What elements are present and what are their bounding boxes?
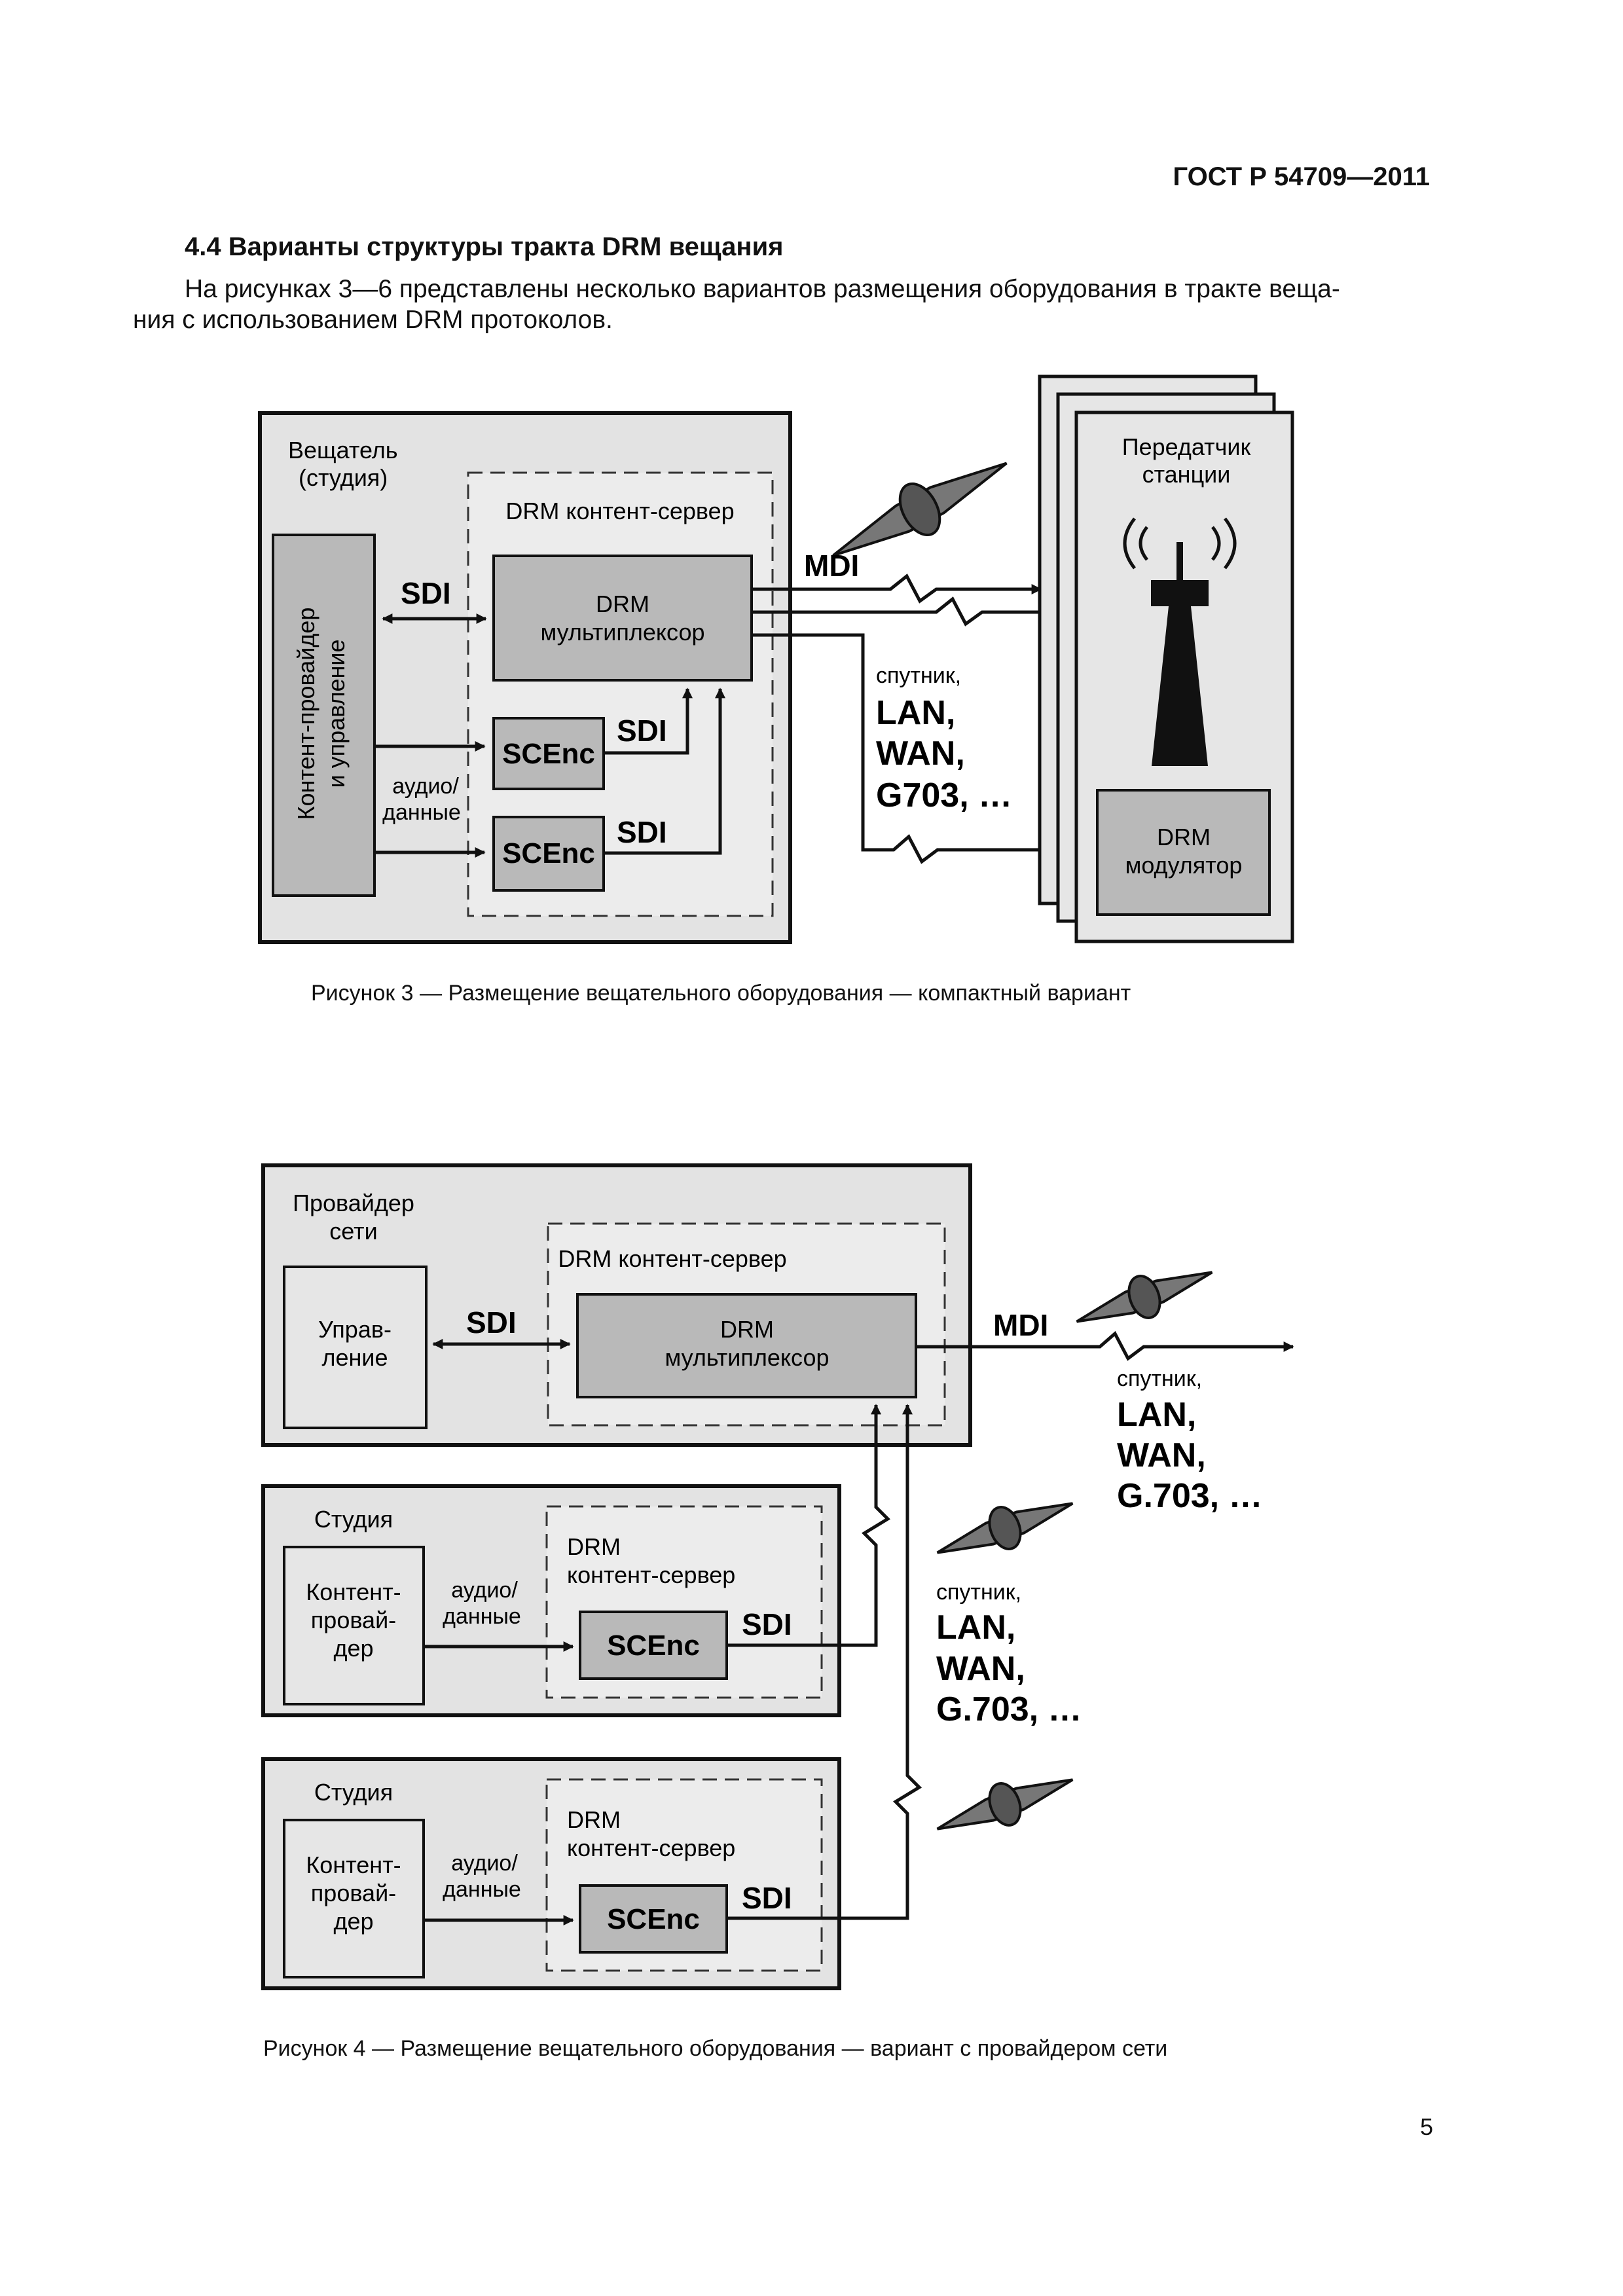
audio-label-2b: данные [443,1877,521,1902]
content-provider-label-1c: дер [333,1635,373,1662]
content-provider-label-2: и управление [323,640,350,788]
sdi-link-s2 [727,1404,922,1920]
multiplexer-box-main [576,1293,917,1398]
paragraph-line-2: ния с использованием DRM протоколов. [133,306,613,334]
content-server-label-1a: DRM [567,1533,621,1560]
control-box [283,1266,428,1429]
document-id: ГОСТ Р 54709—2011 [1173,162,1431,191]
content-provider-label-2b: провай- [311,1880,396,1906]
content-provider-box-2 [283,1819,425,1978]
section-title: 4.4 Варианты структуры тракта DRM вещани… [185,232,784,261]
mdi-link-out [916,1331,1294,1361]
mdi-link-2 [752,596,1052,627]
control-label-1: Управ- [318,1316,392,1343]
link-type-3: G703, … [876,776,1012,814]
sdi-label-1: SDI [617,714,667,748]
transmitter-label-2: станции [1142,461,1231,488]
content-server-label-1b: контент-сервер [567,1561,735,1588]
content-provider-box-1 [283,1546,425,1705]
link-type-2-2: WAN, [936,1650,1025,1688]
content-provider-box [272,534,376,897]
link-type-2-3: G.703, … [936,1690,1082,1728]
modulator-label-2: модулятор [1125,852,1243,879]
sdi-label-s1: SDI [742,1607,792,1641]
modulator-box [1096,789,1271,916]
scenc-label-1: SCEnc [502,738,595,770]
broadcaster-sublabel: (студия) [299,464,388,491]
content-server-label-main: DRM контент-сервер [558,1245,786,1272]
link-type-2: WAN, [876,735,965,773]
audio-label-1: аудио/ [392,774,459,799]
paragraph-line-1: На рисунках 3—6 представлены несколько в… [185,275,1340,303]
mdi-link-1 [752,574,1042,604]
sdi-label-main: SDI [466,1305,517,1339]
figure-4-caption: Рисунок 4 — Размещение вещательного обор… [263,2036,1168,2061]
link-type-1-1: LAN, [1117,1396,1196,1434]
sdi-arrow-scenc-1 [604,687,693,755]
content-server-label-2b: контент-сервер [567,1834,735,1861]
content-provider-label-2a: Контент- [306,1851,401,1878]
scenc-label-s2: SCEnc [607,1903,700,1935]
audio-label-2a: аудио/ [451,1851,518,1876]
figure-3: Вещатель (студия) DRM контент-сервер Кон… [258,374,1294,944]
satellite-icon-1 [1076,1271,1213,1323]
audio-label-1a: аудио/ [451,1578,518,1603]
modulator-label-1: DRM [1157,824,1211,850]
scenc-box-s1 [579,1611,728,1680]
multiplexer-label-2: мультиплексор [540,619,704,646]
audio-label-1b: данные [443,1604,521,1629]
multiplexer-label-1: DRM [596,591,649,617]
page-number: 5 [1419,2113,1433,2140]
mdi-label-main: MDI [993,1308,1048,1342]
sdi-label-2: SDI [617,815,667,849]
sdi-label-s2: SDI [742,1881,792,1915]
figure-3-caption: Рисунок 3 — Размещение вещательного обор… [311,981,1131,1006]
multiplexer-label-main-1: DRM [720,1316,774,1343]
content-provider-label-1a: Контент- [306,1578,401,1605]
studio-label-2: Студия [314,1779,393,1806]
scenc-label-2: SCEnc [502,837,595,869]
link-type-1: LAN, [876,694,955,732]
link-type-small: спутник, [876,663,961,688]
sdi-label-top: SDI [401,576,451,610]
content-server-label: DRM контент-сервер [505,498,734,524]
antenna-tower-icon [1123,517,1237,766]
control-label-2: ление [321,1344,388,1371]
broadcaster-label: Вещатель [288,437,398,464]
scenc-label-s1: SCEnc [607,1630,700,1662]
link-type-small-1: спутник, [1117,1366,1202,1391]
sdi-arrow-scenc-2 [604,687,725,855]
mdi-link-3 [752,633,1085,864]
studio-label-1: Студия [314,1506,393,1533]
transmitter-label-1: Передатчик [1122,433,1251,460]
network-provider-label-2: сети [329,1218,377,1245]
section-paragraph: На рисунках 3—6 представлены несколько в… [133,274,1436,335]
link-type-1-3: G.703, … [1117,1477,1263,1515]
multiplexer-label-main-2: мультиплексор [665,1344,829,1371]
satellite-icon [832,462,1008,557]
satellite-icon-2 [936,1502,1074,1554]
link-type-1-2: WAN, [1117,1436,1206,1474]
network-provider-label-1: Провайдер [293,1190,414,1216]
content-server-label-2a: DRM [567,1806,621,1833]
content-provider-label-1b: провай- [311,1607,396,1633]
audio-label-2: данные [382,800,461,825]
satellite-icon-3 [936,1778,1074,1831]
link-type-2-1: LAN, [936,1609,1015,1647]
content-provider-label-1: Контент-провайдер [293,608,319,820]
multiplexer-box [492,555,753,682]
content-provider-label-2c: дер [333,1908,373,1935]
sdi-link-s1 [727,1404,891,1647]
link-type-small-2: спутник, [936,1580,1021,1605]
mdi-label: MDI [804,549,859,583]
